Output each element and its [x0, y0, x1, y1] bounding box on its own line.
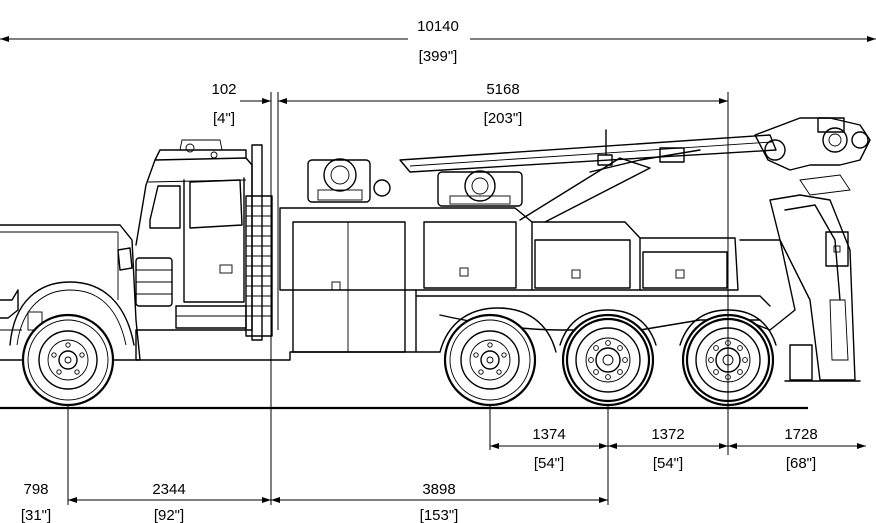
overall-length-inch: [399"] — [419, 48, 458, 65]
front-fender — [9, 281, 135, 346]
dimension-lines — [0, 36, 876, 503]
chassis-frame — [135, 329, 441, 361]
cab-to-axle-inch: [92"] — [154, 507, 184, 523]
front-overhang-inch: [31"] — [21, 507, 51, 523]
winch-rear — [437, 170, 523, 207]
extension-lines — [67, 92, 729, 505]
rear-wheel-2 — [561, 313, 655, 407]
door-window — [189, 179, 243, 229]
exhaust-stack — [251, 144, 263, 341]
rear-overhang-mm: 1728 — [784, 426, 817, 443]
body-rear-compartment — [639, 237, 739, 291]
body-mid-compartment — [531, 221, 641, 291]
truck-hood — [0, 224, 141, 361]
rear-fender-1 — [439, 307, 557, 353]
rear-fender-2 — [559, 309, 657, 346]
body-front-compartment — [279, 207, 533, 291]
dimension-labels: 10140 [399"] 102 [4"] 5168 [203"] 1374 [… — [21, 18, 818, 523]
front-offset-mm: 102 — [211, 81, 236, 98]
axle-spacing-2-inch: [54"] — [653, 455, 683, 472]
tow-truck — [0, 117, 871, 407]
cab-to-axle-mm: 2344 — [152, 481, 185, 498]
front-offset-inch: [4"] — [213, 110, 235, 127]
front-overhang-mm: 798 — [23, 481, 48, 498]
body-length-inch: [203"] — [484, 110, 523, 127]
rear-wheel-1 — [443, 313, 537, 407]
rear-overhang-inch: [68"] — [786, 455, 816, 472]
wheelbase-mm: 3898 — [422, 481, 455, 498]
axle-spacing-2-mm: 1372 — [651, 426, 684, 443]
front-wheel — [21, 313, 115, 407]
axle-spacing-1-mm: 1374 — [532, 426, 565, 443]
cab-door — [183, 177, 245, 303]
underlift-tower — [739, 117, 871, 382]
boom-arm — [399, 134, 777, 173]
winch-front — [307, 158, 391, 203]
overall-length-mm: 10140 — [417, 18, 459, 35]
body-length-mm: 5168 — [486, 81, 519, 98]
wheelbase-inch: [153"] — [420, 507, 459, 523]
truck-cab — [135, 157, 253, 331]
cab-window — [149, 185, 181, 229]
axle-spacing-1-inch: [54"] — [534, 455, 564, 472]
